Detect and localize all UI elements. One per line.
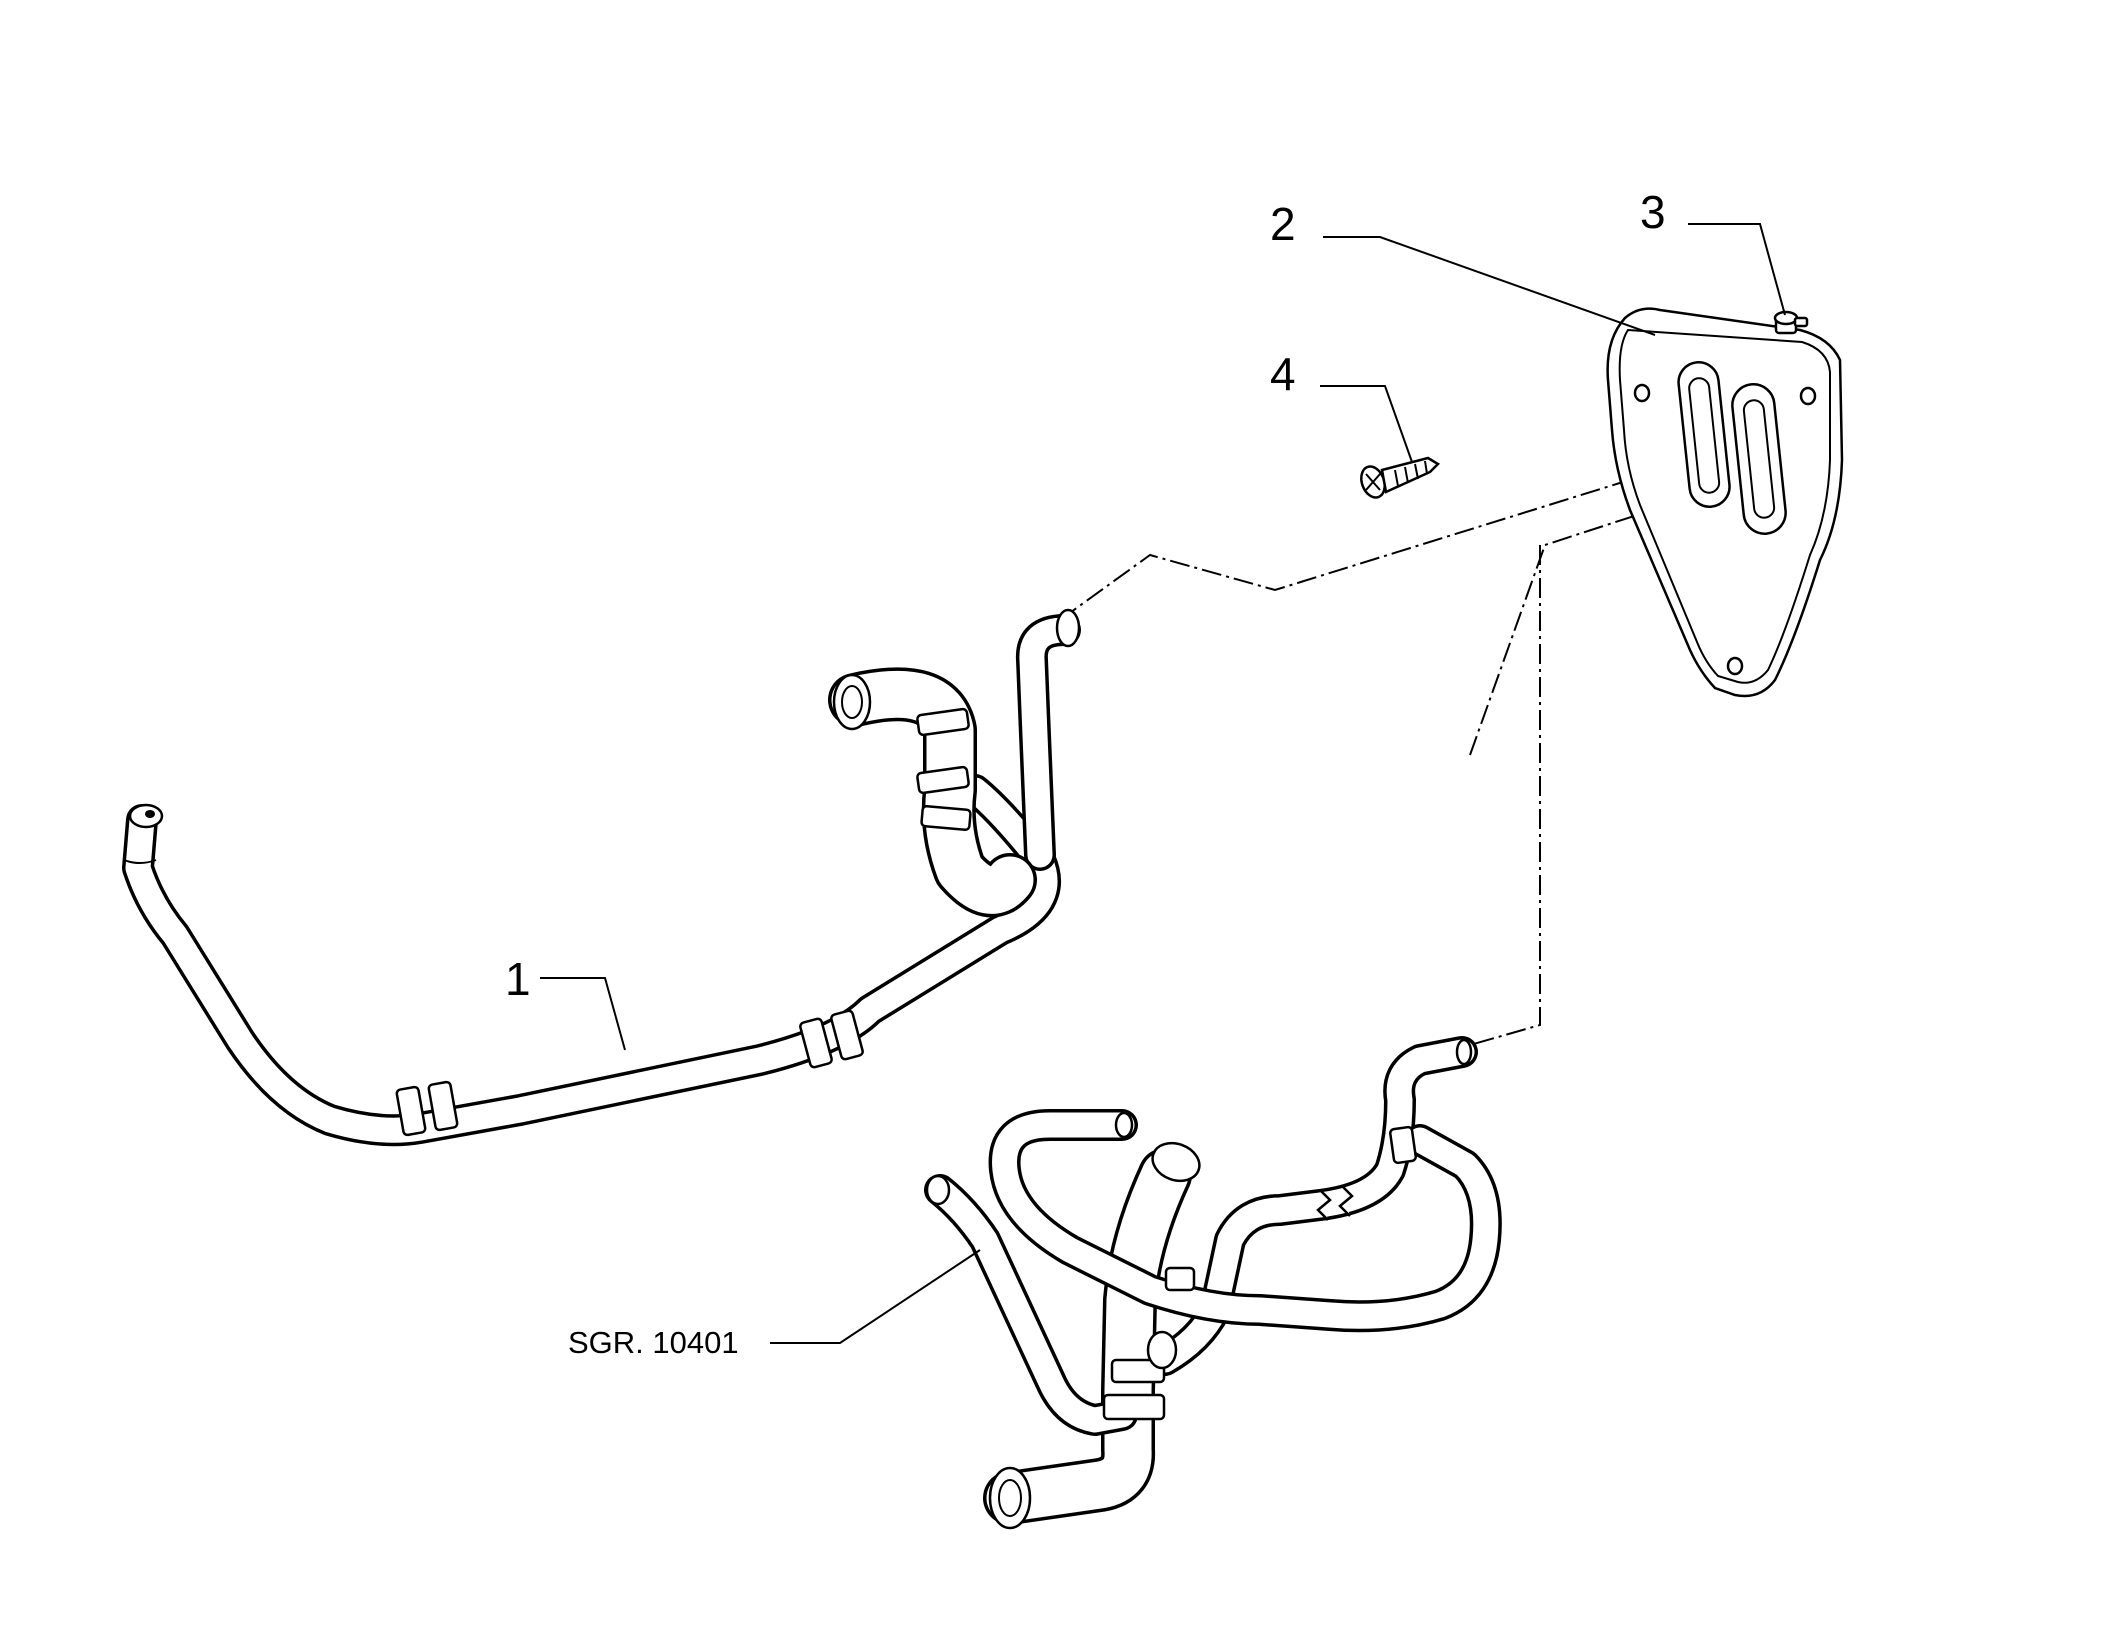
callout-part-3: 3 (1640, 186, 1666, 238)
lower-hose-assembly (924, 1036, 1502, 1530)
reference-label: SGR. 10401 (568, 1325, 739, 1360)
callout-part-1: 1 (505, 953, 531, 1005)
hose-assembly-1 (122, 608, 1081, 1147)
callout-part-4: 4 (1270, 348, 1296, 400)
screw-4 (1360, 456, 1441, 499)
fastener-3 (1773, 310, 1809, 335)
leader-lines (540, 223, 1786, 1344)
callout-part-2: 2 (1270, 198, 1296, 250)
mounting-plate-2 (1606, 307, 1844, 698)
